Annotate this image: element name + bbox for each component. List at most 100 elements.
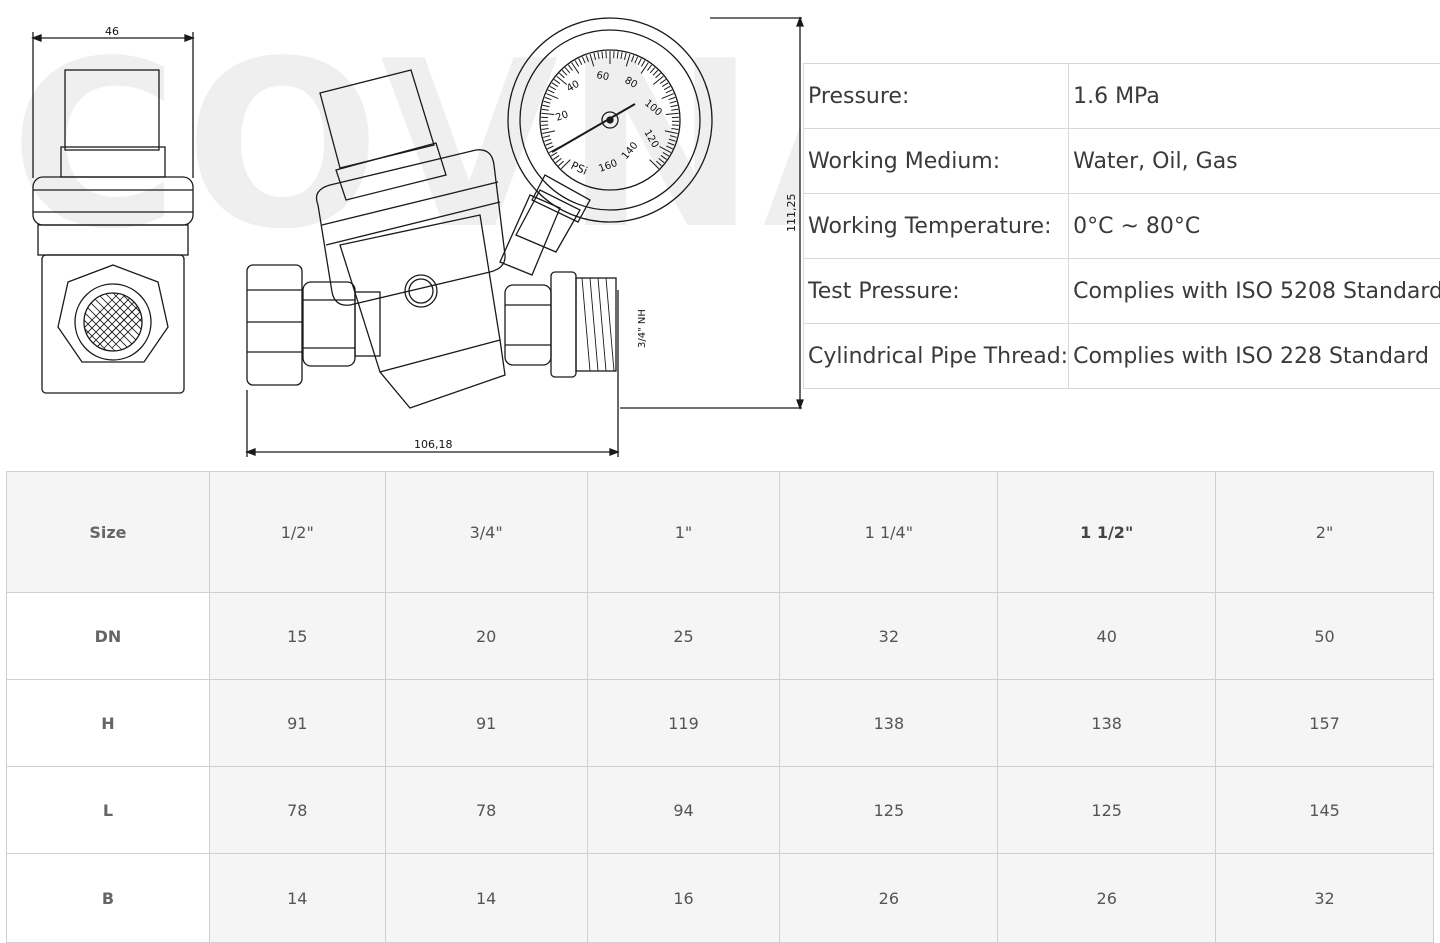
table-row: B 14 14 16 26 26 32 (7, 854, 1434, 943)
gauge-tick-mark (671, 109, 678, 110)
gauge-tick-mark (666, 113, 679, 114)
dim-width-label: 46 (105, 25, 119, 38)
table-cell: 40 (998, 593, 1216, 680)
gauge-tick-mark (542, 131, 555, 134)
gauge-tick-mark (554, 79, 560, 83)
spec-label: Working Temperature: (804, 194, 1069, 259)
gauge-tick-60: 60 (595, 70, 609, 83)
gauge-tick-mark (665, 131, 678, 134)
gauge-tick-40: 40 (565, 79, 582, 95)
gauge-tick-mark (621, 52, 622, 59)
dim-thread-label: 3/4" NH (637, 309, 648, 348)
row-label: L (7, 767, 210, 854)
table-cell: 25 (587, 593, 780, 680)
gauge-tick-mark (590, 54, 594, 66)
table-cell: 78 (385, 767, 587, 854)
side-view (33, 70, 193, 393)
table-cell: 32 (780, 593, 998, 680)
gauge-tick-mark (594, 53, 596, 60)
dim-height-label: 111,25 (785, 194, 798, 233)
size-header-cell: 1 1/2" (998, 472, 1216, 593)
row-label: DN (7, 593, 210, 680)
gauge-tick-mark (547, 146, 553, 149)
table-row: H 91 91 119 138 138 157 (7, 680, 1434, 767)
table-cell: 15 (209, 593, 385, 680)
size-header-row: Size 1/2" 3/4" 1" 1 1/4" 1 1/2" 2" (7, 472, 1434, 593)
table-cell: 91 (385, 680, 587, 767)
gauge-tick-mark (650, 160, 659, 169)
gauge-tick-120: 120 (641, 128, 660, 150)
spec-value: 0°C ~ 80°C (1069, 194, 1440, 259)
gauge-tick-mark (546, 94, 558, 99)
gauge-tick-mark (546, 143, 553, 146)
gauge-tick-mark (541, 125, 548, 126)
row-label: B (7, 854, 210, 943)
gauge-tick-mark (656, 161, 661, 166)
table-cell: 157 (1216, 680, 1434, 767)
gauge-unit-label: PSi (569, 159, 590, 178)
gauge-tick-mark (662, 94, 674, 99)
table-cell: 125 (998, 767, 1216, 854)
size-header-cell: 2" (1216, 472, 1434, 593)
spec-label: Pressure: (804, 64, 1069, 129)
spec-row: Pressure: 1.6 MPa (804, 64, 1440, 129)
size-header-cell: 3/4" (385, 472, 587, 593)
gauge-tick-mark (631, 55, 633, 62)
table-cell: 14 (209, 854, 385, 943)
spec-label: Working Medium: (804, 129, 1069, 194)
spec-row: Cylindrical Pipe Thread: Complies with I… (804, 324, 1440, 389)
spec-label: Test Pressure: (804, 259, 1069, 324)
gauge-tick-mark (659, 158, 664, 162)
spec-row: Test Pressure: Complies with ISO 5208 St… (804, 259, 1440, 324)
gauge-tick-mark (660, 79, 666, 83)
table-cell: 125 (780, 767, 998, 854)
dim-length-label: 106,18 (414, 438, 453, 451)
table-row: L 78 78 94 125 125 145 (7, 767, 1434, 854)
gauge-tick-mark (670, 101, 677, 103)
gauge-tick-mark (641, 60, 645, 66)
table-cell: 20 (385, 593, 587, 680)
gauge-tick-mark (661, 155, 667, 159)
size-header-cell: 1 1/4" (780, 472, 998, 593)
table-cell: 50 (1216, 593, 1434, 680)
gauge-tick-mark (542, 128, 549, 129)
size-table: Size 1/2" 3/4" 1" 1 1/4" 1 1/2" 2" DN 15… (6, 471, 1434, 943)
table-row: DN 15 20 25 32 40 50 (7, 593, 1434, 680)
gauge-tick-mark (671, 128, 678, 129)
gauge-tick-mark (650, 68, 655, 73)
table-cell: 14 (385, 854, 587, 943)
gauge-tick-140: 140 (620, 140, 641, 162)
gauge-tick-mark (565, 68, 570, 73)
gauge-tick-mark (602, 51, 603, 58)
gauge-tick-mark (666, 90, 672, 93)
gauge-tick-mark (664, 86, 670, 89)
gauge-tick-mark (586, 55, 588, 62)
gauge-tick-mark (582, 57, 585, 63)
gauge-tick-mark (559, 73, 564, 78)
table-cell: 94 (587, 767, 780, 854)
gauge-tick-mark (672, 125, 679, 126)
gauge-tick-mark (669, 97, 676, 99)
gauge-tick-mark (662, 83, 668, 87)
table-cell: 145 (1216, 767, 1434, 854)
gauge-tick-mark (542, 109, 549, 110)
valve-technical-drawing: 20 40 60 80 100 120 140 160 PSi 46 111,2… (0, 0, 805, 465)
spec-table: Pressure: 1.6 MPa Working Medium: Water,… (803, 63, 1440, 389)
gauge-tick-mark (624, 53, 626, 60)
gauge-tick-mark (545, 97, 552, 99)
gauge-tick-mark (626, 54, 630, 66)
gauge-tick-mark (558, 161, 563, 166)
front-view (247, 18, 712, 408)
size-header-cell: 1" (587, 472, 780, 593)
table-cell: 119 (587, 680, 780, 767)
gauge-tick-mark (556, 158, 561, 162)
gauge-tick-mark (562, 70, 567, 75)
gauge-tick-mark (663, 152, 669, 156)
table-cell: 138 (780, 680, 998, 767)
gauge-tick-mark (553, 155, 559, 159)
row-label: H (7, 680, 210, 767)
table-cell: 26 (780, 854, 998, 943)
gauge-tick-mark (552, 83, 558, 87)
table-cell: 16 (587, 854, 780, 943)
gauge-tick-mark (548, 90, 554, 93)
